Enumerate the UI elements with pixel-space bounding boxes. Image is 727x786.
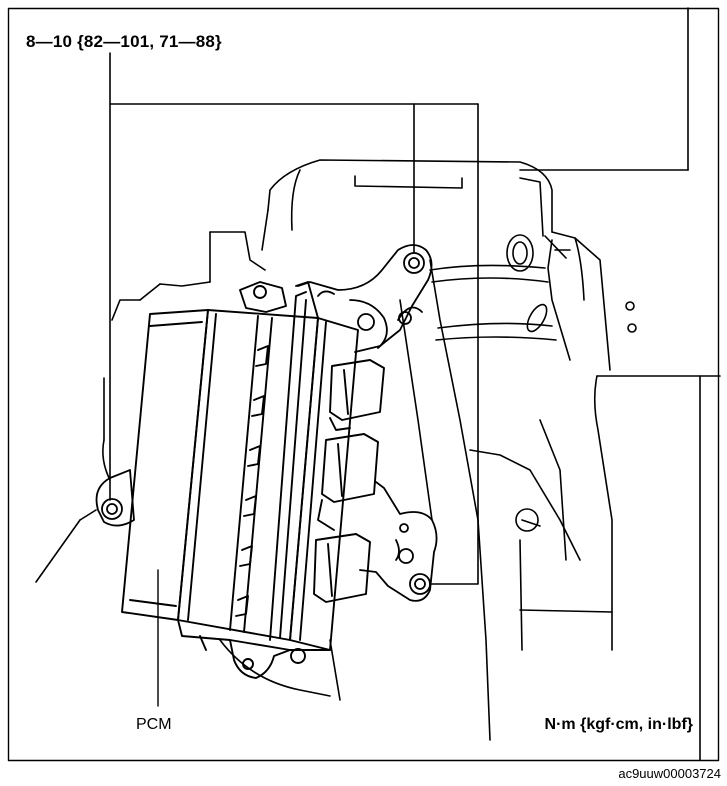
lower-bracket <box>359 481 438 602</box>
figure-code: ac9uuw00003724 <box>618 766 721 781</box>
torque-leader-lines <box>109 52 479 585</box>
lower-bolt <box>409 573 431 595</box>
torque-spec-label: 8—10 {82—101, 71—88} <box>26 32 222 51</box>
upper-bracket <box>297 244 433 353</box>
left-mount-tab <box>95 469 135 527</box>
left-bolt <box>101 498 123 520</box>
engine-bay-background <box>35 7 721 761</box>
pcm-module <box>121 281 359 679</box>
upper-bolt <box>403 252 425 274</box>
figure-border <box>7 7 720 762</box>
unit-label: N·m {kgf·cm, in·lbf} <box>544 716 693 733</box>
pcm-label: PCM <box>136 716 172 733</box>
pcm-connectors <box>313 359 385 603</box>
body-holes <box>506 234 637 532</box>
